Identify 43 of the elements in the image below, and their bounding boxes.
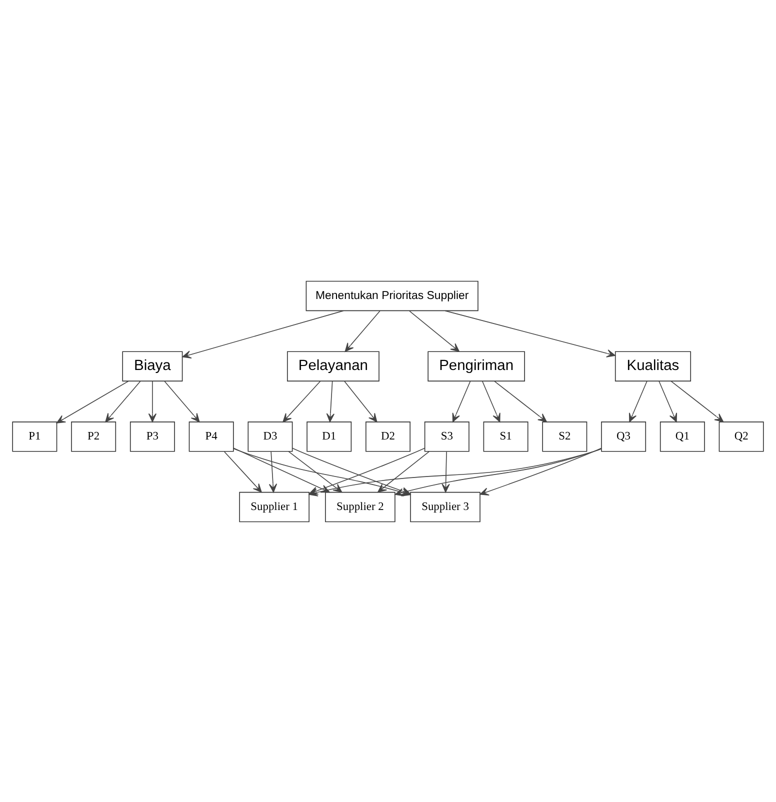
arrow [164,380,200,422]
arrow [658,380,678,422]
arrow [224,450,262,492]
node-box: D2 [366,421,410,452]
arrow [344,310,380,352]
arrow [482,380,500,422]
node-box: Q3 [601,421,646,452]
arrow [282,380,321,422]
arrow [670,380,724,422]
arrow [56,380,129,423]
arrow [628,380,648,422]
node-box: S2 [542,421,588,452]
arrow [148,380,157,422]
node-box: Kualitas [614,350,692,381]
node-box: D3 [248,421,293,452]
node-box: S1 [483,421,528,452]
arrow [268,450,278,492]
node-box: Q2 [718,421,764,452]
node-box: P2 [71,421,116,452]
arrow [105,380,141,422]
node-box: P3 [130,421,175,452]
node-box: P1 [12,421,58,452]
node-box: D1 [306,421,352,452]
node-box: S3 [424,421,470,452]
node-box: Menentukan Prioritas Supplier [306,280,478,311]
node-box: Supplier 3 [410,491,480,522]
arrow [480,447,602,495]
arrow [326,380,335,422]
node-box: Pelayanan [286,350,380,381]
arrow [444,310,616,357]
node-box: Supplier 2 [325,491,396,522]
arrow [182,310,344,358]
arrow [344,380,378,422]
arrow [494,380,547,422]
arrow [452,380,471,422]
node-box: Supplier 1 [239,491,310,522]
node-box: Biaya [122,350,183,381]
arrow [442,450,450,492]
node-box: Pengiriman [428,350,525,381]
node-box: P4 [188,421,234,452]
arrow [409,310,460,352]
arrow [378,450,430,492]
node-box: Q1 [660,421,705,452]
